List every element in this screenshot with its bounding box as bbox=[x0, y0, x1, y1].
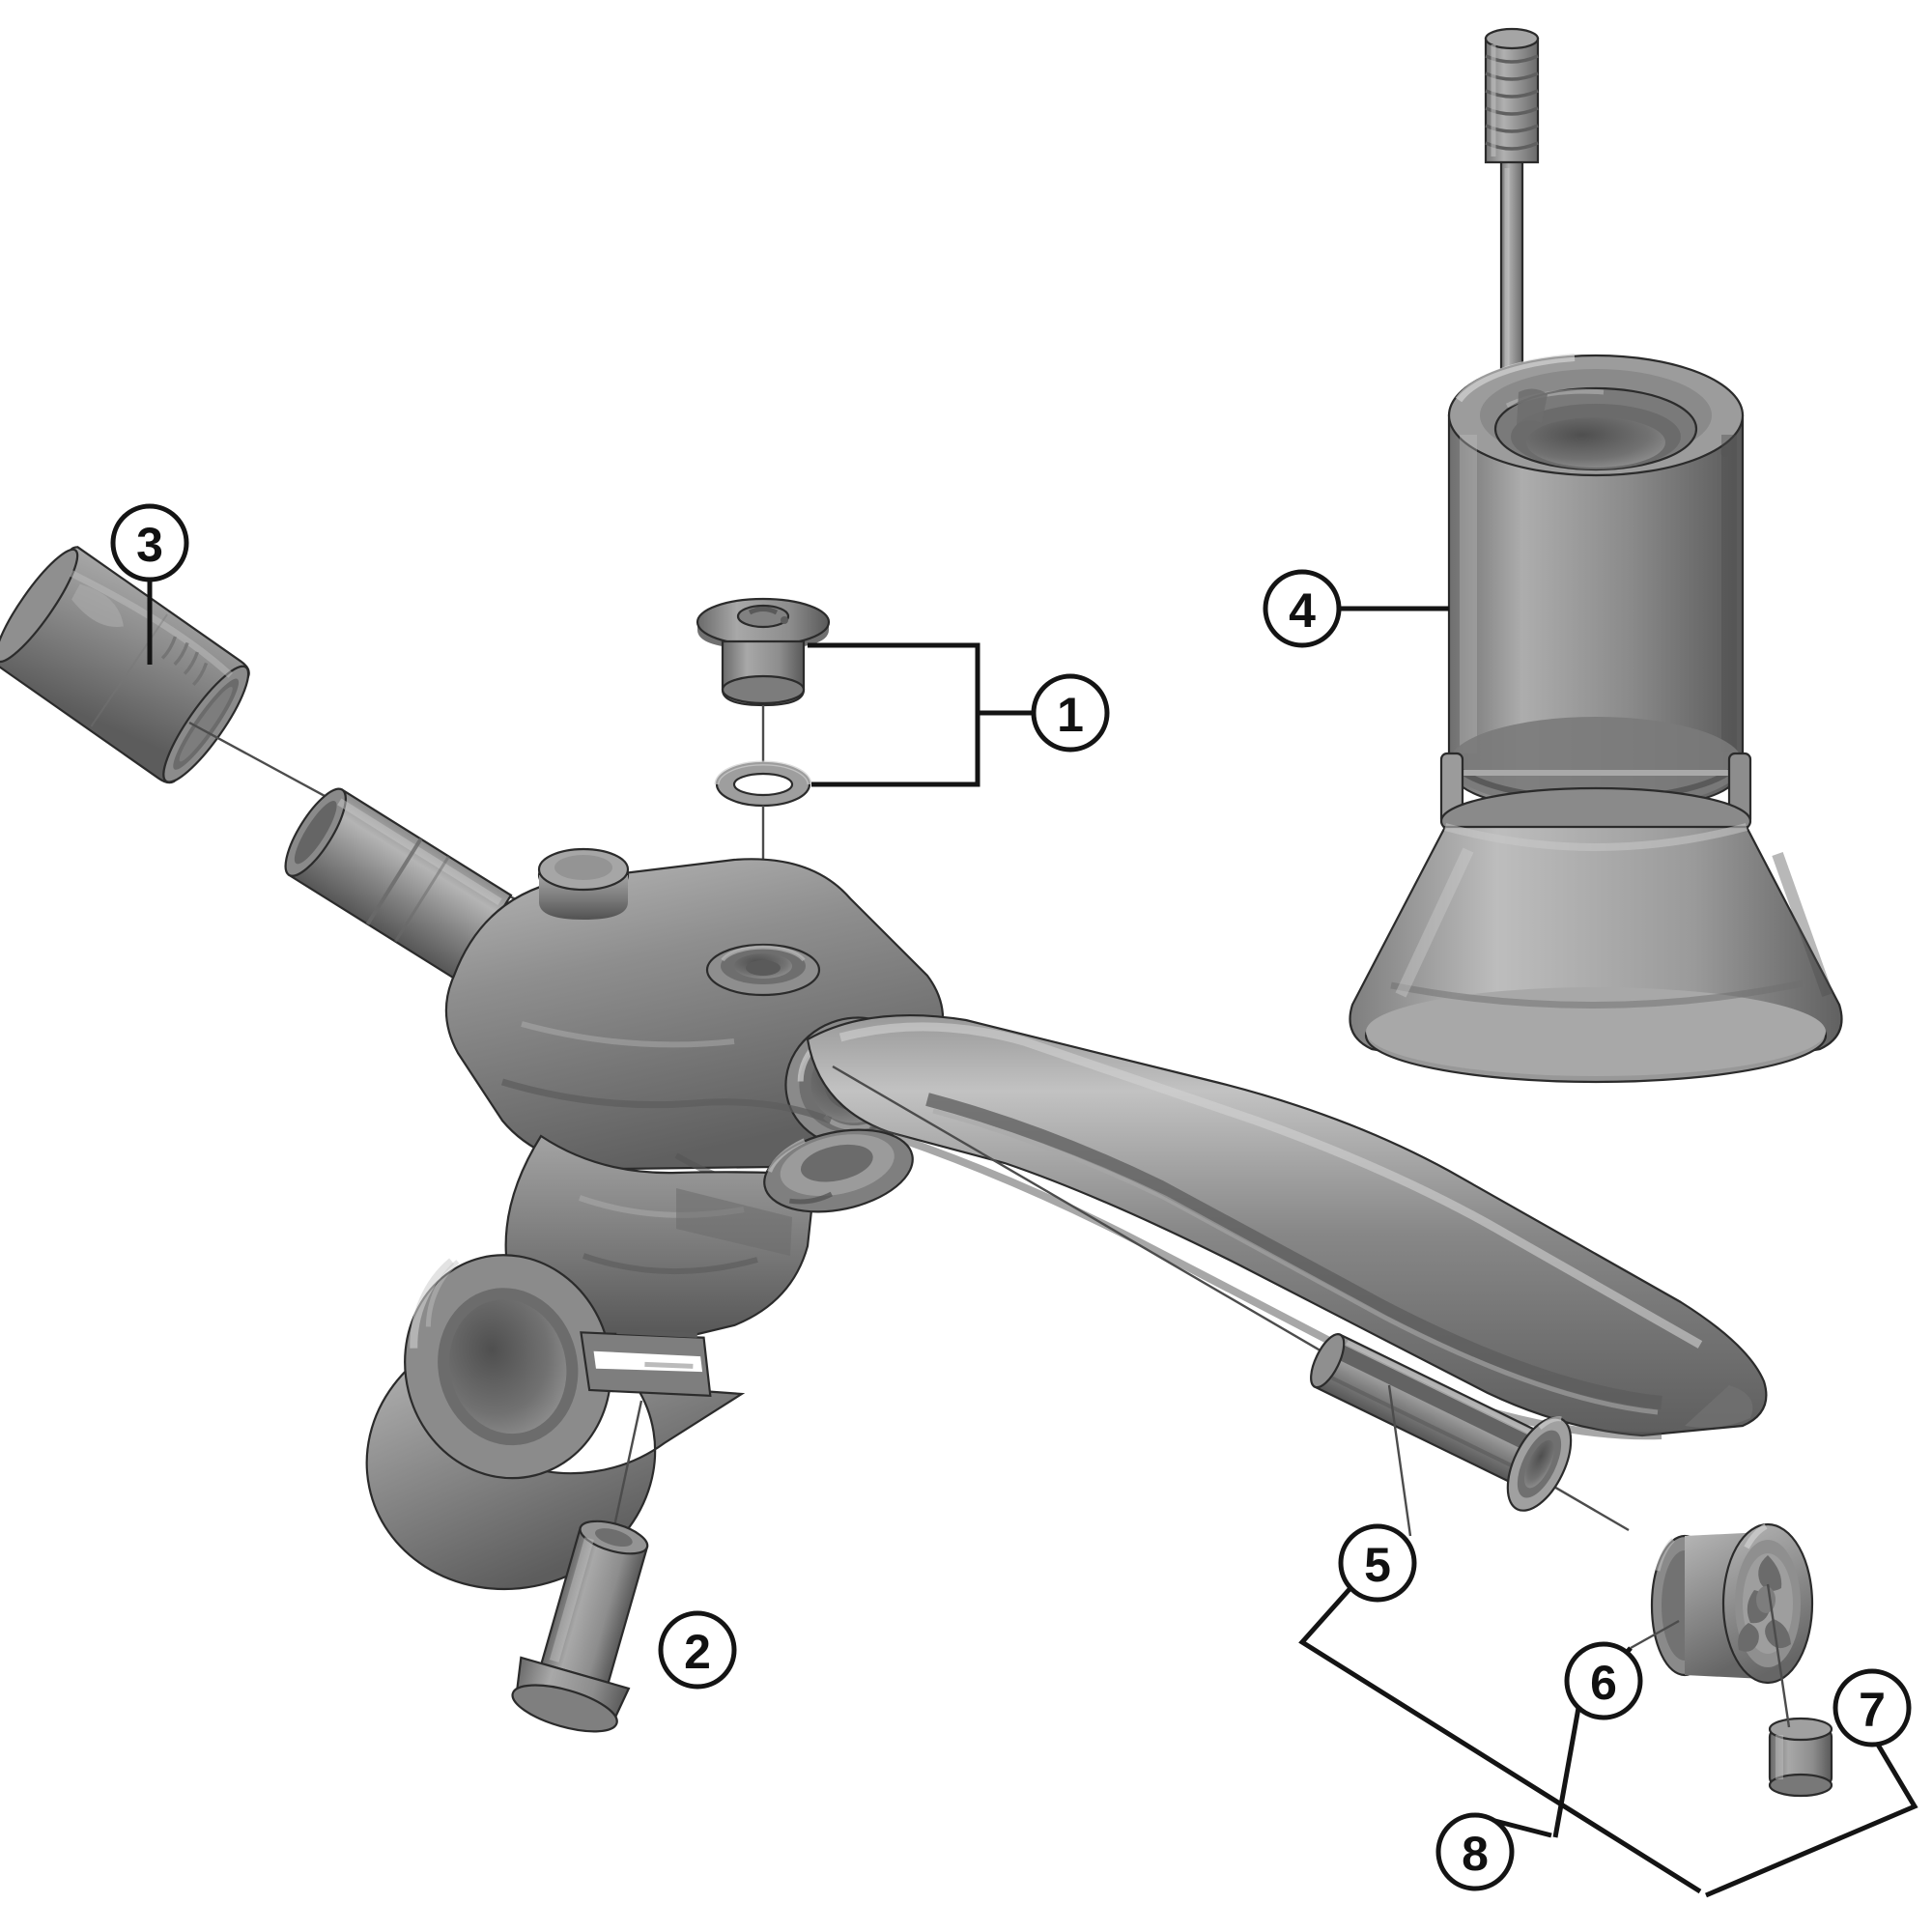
part-handlebar-clamp-ring bbox=[365, 1254, 746, 1591]
part-lever-pivot-bushing bbox=[1310, 1333, 1573, 1537]
callout-7[interactable]: 7 bbox=[1833, 1668, 1912, 1747]
svg-text:7: 7 bbox=[1859, 1683, 1886, 1737]
svg-text:1: 1 bbox=[1057, 688, 1084, 742]
svg-text:4: 4 bbox=[1289, 583, 1316, 638]
part-handlebar-clamp-bolt bbox=[511, 1520, 676, 1733]
svg-text:2: 2 bbox=[684, 1625, 711, 1679]
callout-1[interactable]: 1 bbox=[1031, 673, 1110, 753]
callout-2[interactable]: 2 bbox=[658, 1610, 737, 1690]
callout-5[interactable]: 5 bbox=[1338, 1523, 1417, 1603]
svg-text:6: 6 bbox=[1590, 1656, 1617, 1710]
part-reservoir-cover-bolt bbox=[696, 597, 831, 773]
callout-8[interactable]: 8 bbox=[1435, 1812, 1515, 1891]
callout-3[interactable]: 3 bbox=[110, 503, 189, 582]
part-end-plug bbox=[1766, 1583, 1833, 1798]
part-bleed-funnel-reservoir bbox=[1349, 27, 1843, 1084]
svg-text:3: 3 bbox=[136, 518, 163, 572]
part-brake-lever-blade bbox=[806, 1014, 1768, 1440]
callout-6[interactable]: 6 bbox=[1564, 1641, 1643, 1720]
part-lever-cam-linkage bbox=[763, 1128, 914, 1213]
svg-text:8: 8 bbox=[1462, 1827, 1489, 1881]
part-piston-cup-seal bbox=[1630, 1522, 1814, 1685]
callout-4[interactable]: 4 bbox=[1263, 569, 1342, 648]
svg-text:5: 5 bbox=[1364, 1538, 1391, 1592]
